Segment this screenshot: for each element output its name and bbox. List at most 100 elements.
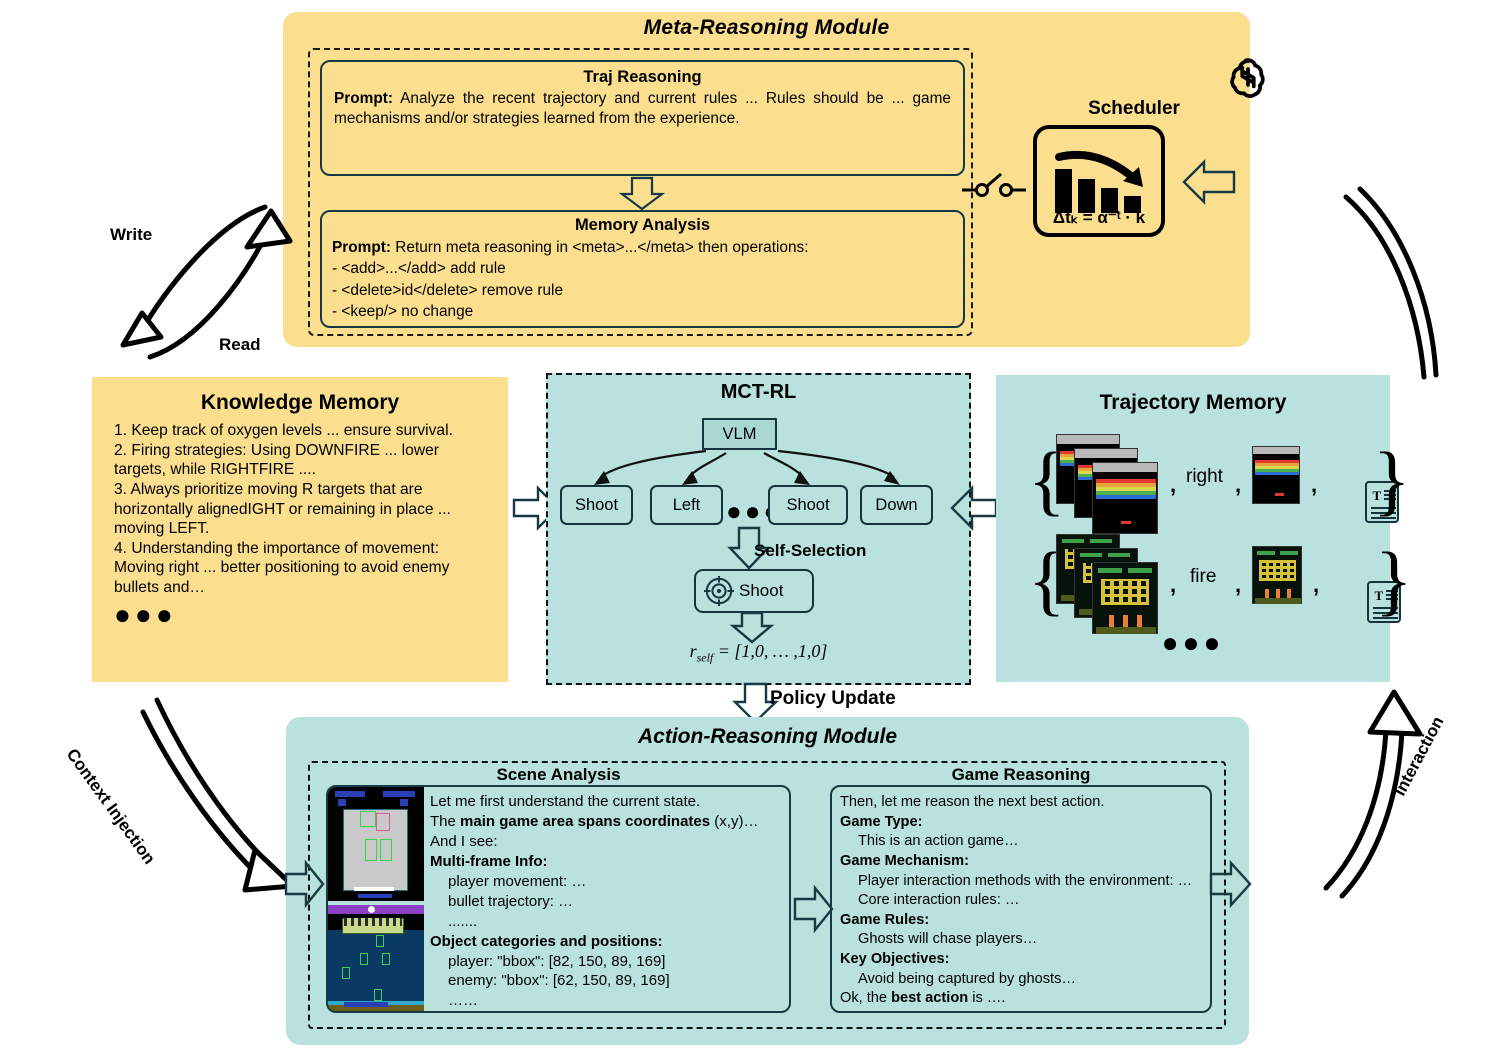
vlm-node[interactable]: VLM <box>702 418 777 450</box>
scene-analysis-box: Let me first understand the current stat… <box>326 785 791 1013</box>
trajectory-memory-panel: Trajectory Memory { <box>996 375 1412 682</box>
trajectory-frame <box>1252 446 1300 504</box>
target-crosshair-icon <box>704 576 734 606</box>
scene-analysis-thumbnails <box>328 787 424 1011</box>
traj-prompt-text: Analyze the recent trajectory and curren… <box>334 90 951 128</box>
scene-to-game-arrow <box>793 884 834 934</box>
trajectory-frame <box>1252 546 1302 604</box>
trajectory-memory-title: Trajectory Memory <box>1099 391 1287 414</box>
sa-line: player: "bbox": [82, 150, 89, 169] <box>448 952 666 970</box>
selected-action-box[interactable]: Shoot <box>694 569 814 613</box>
knowledge-memory-panel: Knowledge Memory 1. Keep track of oxygen… <box>92 377 508 682</box>
gr-line: Game Rules: <box>840 911 930 928</box>
reward-arrow <box>729 611 775 644</box>
action-reasoning-module: Action-Reasoning Module Scene Analysis G… <box>286 717 1249 1045</box>
action-module-input-arrow <box>284 859 325 909</box>
row-comma-1: , <box>1170 472 1177 497</box>
action-node-shoot-1[interactable]: Shoot <box>560 485 633 525</box>
reward-body: = [1,0, … ,1,0] <box>713 641 828 661</box>
sa-line: player movement: … <box>448 872 587 890</box>
selected-action-label: Shoot <box>739 581 784 600</box>
row-comma-2: , <box>1235 472 1242 497</box>
sa-line: enemy: "bbox": [62, 150, 89, 169] <box>448 972 670 990</box>
memory-op-keep: - <keep/> no change <box>332 302 474 320</box>
game-reasoning-box: Then, let me reason the next best action… <box>830 785 1212 1013</box>
write-label: Write <box>110 225 153 244</box>
knowledge-memory-item: 3. Always prioritize moving R targets th… <box>114 480 451 538</box>
sa-line: bullet trajectory: … <box>448 892 574 910</box>
self-reward-formula: rself = [1,0, … ,1,0] <box>689 641 828 665</box>
mct-tree-edges <box>594 449 900 485</box>
game-reasoning-heading: Game Reasoning <box>951 765 1091 784</box>
knowledge-memory-title: Knowledge Memory <box>200 391 400 414</box>
policy-update-label: Policy Update <box>770 688 896 709</box>
trajectory-row: { <box>1028 430 1410 534</box>
action-reasoning-dashed-region: Scene Analysis Game Reasoning <box>308 761 1226 1029</box>
openai-logo-icon <box>1230 58 1265 98</box>
memory-analysis-box: Memory Analysis Prompt: Return meta reas… <box>320 210 965 328</box>
gr-line: This is an action game… <box>858 833 1019 850</box>
action-node-down[interactable]: Down <box>860 485 933 525</box>
sa-line: And I see: <box>430 832 498 850</box>
gr-line: Game Type: <box>840 813 923 830</box>
memory-analysis-prompt: Prompt: Return meta reasoning in <meta>.… <box>332 237 953 258</box>
write-read-cycle-arrows <box>120 204 293 360</box>
action-node-left[interactable]: Left <box>650 485 723 525</box>
gr-line: Then, let me reason the next best action… <box>840 794 1105 810</box>
traj-reasoning-box: Traj Reasoning Prompt: Analyze the recen… <box>320 60 965 176</box>
gr-line: Avoid being captured by ghosts… <box>858 970 1076 987</box>
trajectory-action-label: fire <box>1190 566 1217 587</box>
self-selection-arrow <box>727 526 771 570</box>
memory-op-delete: - <delete>id</delete> remove rule <box>332 281 564 299</box>
game-frame-1 <box>328 787 424 901</box>
memory-op-add: - <add>...</add> add rule <box>332 260 506 278</box>
row-comma-3: , <box>1313 572 1320 597</box>
traj-prompt-label: Prompt: <box>334 90 393 107</box>
mct-rl-panel: MCT-RL VLM Shoot Left ●●● Shoot Down Sel… <box>546 373 971 685</box>
scheduler-switch-icon <box>962 172 1026 197</box>
trajectory-action-label: right <box>1186 466 1223 487</box>
interaction-arrow-top <box>1343 186 1439 380</box>
sa-line: Object categories and positions: <box>430 932 663 950</box>
scheduler-input-arrow <box>1182 159 1236 205</box>
action-module-output-arrow <box>1209 859 1252 909</box>
trajectory-memory-ellipsis: ●●● <box>1161 627 1225 658</box>
trajectory-to-mct-arrow <box>950 485 998 531</box>
meta-reasoning-title: Meta-Reasoning Module <box>643 16 890 39</box>
trajectory-row: { , f <box>1028 530 1412 634</box>
policy-update-arrow <box>732 682 779 724</box>
read-label: Read <box>219 335 261 354</box>
gr-line-best-action: Ok, the best action is …. <box>840 990 1006 1007</box>
sa-line: Let me first understand the current stat… <box>430 793 701 810</box>
action-reasoning-title: Action-Reasoning Module <box>638 725 897 748</box>
traj-reasoning-heading: Traj Reasoning <box>583 68 702 86</box>
scene-analysis-heading: Scene Analysis <box>496 765 621 784</box>
game-frame-2 <box>328 905 424 1011</box>
mct-rl-title: MCT-RL <box>720 381 797 403</box>
gr-line: Ghosts will chase players… <box>858 931 1038 948</box>
action-node-shoot-2[interactable]: Shoot <box>768 485 848 525</box>
scheduler-label: Scheduler <box>1088 98 1180 119</box>
gr-line: Player interaction methods with the envi… <box>858 872 1193 889</box>
row-comma-3: , <box>1311 472 1318 497</box>
gr-line: Key Objectives: <box>840 951 950 967</box>
sa-line: Multi-frame Info: <box>430 852 548 870</box>
meta-reasoning-dashed-region: Traj Reasoning Prompt: Analyze the recen… <box>308 48 973 336</box>
gr-text: Then, let me reason the next best action… <box>840 793 1202 1009</box>
scheduler-formula: Δtₖ = α⁻ᵗ · k <box>1052 208 1146 227</box>
gr-line: Game Mechanism: <box>840 852 969 869</box>
scene-analysis-text: Let me first understand the current stat… <box>424 787 789 1011</box>
traj-reasoning-prompt: Prompt: Analyze the recent trajectory an… <box>334 89 951 129</box>
reward-subscript: self <box>696 650 714 665</box>
row-comma-1: , <box>1170 572 1177 597</box>
memory-analysis-heading: Memory Analysis <box>574 216 711 234</box>
scheduler-decay-chart-icon <box>1055 150 1143 213</box>
scheduler-box: Δtₖ = α⁻ᵗ · k <box>1033 125 1165 237</box>
interaction-arrow-bottom <box>1323 689 1423 899</box>
memory-prompt-text: Return meta reasoning in <meta>...</meta… <box>395 239 809 256</box>
self-selection-label: Self-Selection <box>754 541 867 560</box>
text-document-icon: T <box>1367 581 1402 623</box>
traj-to-memory-arrow <box>618 176 666 211</box>
knowledge-memory-item: 4. Understanding the importance of movem… <box>114 539 450 597</box>
knowledge-memory-item: 1. Keep track of oxygen levels ... ensur… <box>114 422 453 439</box>
